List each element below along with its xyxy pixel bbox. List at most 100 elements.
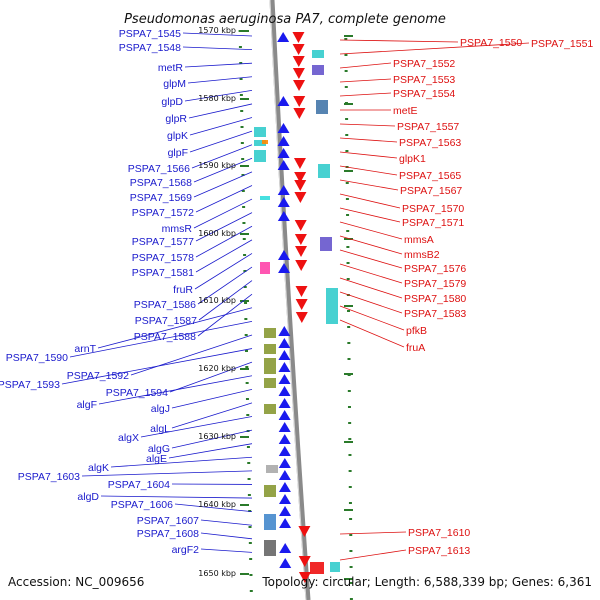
kbp-tick bbox=[344, 170, 353, 172]
reverse-gene-arrow bbox=[293, 80, 306, 91]
right-gene-label: PSPA7_1550 bbox=[460, 37, 522, 49]
reverse-gene-arrow bbox=[295, 260, 308, 271]
tick-mark bbox=[248, 510, 252, 512]
tick-mark bbox=[245, 350, 248, 352]
tick-mark bbox=[345, 118, 349, 120]
right-gene-label: PSPA7_1579 bbox=[404, 278, 466, 290]
right-leader-line bbox=[339, 291, 403, 314]
kbp-tick bbox=[240, 30, 249, 32]
tick-mark bbox=[349, 550, 353, 552]
left-leader-line bbox=[191, 144, 253, 169]
kbp-scale-label: 1640 kbp bbox=[198, 500, 236, 509]
left-leader-line bbox=[197, 266, 253, 305]
annotation-block bbox=[330, 562, 340, 572]
left-leader-line bbox=[200, 548, 253, 553]
kbp-tick bbox=[240, 165, 249, 167]
annotation-block bbox=[262, 140, 268, 144]
left-gene-label: PSPA7_1587 bbox=[135, 315, 197, 327]
right-leader-line bbox=[339, 277, 403, 299]
tick-mark bbox=[345, 198, 349, 200]
forward-gene-arrow bbox=[278, 338, 291, 348]
left-gene-label: PSPA7_1604 bbox=[108, 479, 170, 491]
right-gene-label: PSPA7_1570 bbox=[402, 203, 464, 215]
forward-gene-arrow bbox=[278, 350, 291, 360]
tick-mark bbox=[240, 126, 244, 128]
left-leader-line bbox=[171, 429, 253, 449]
accession-text: Accession: NC_009656 bbox=[8, 575, 144, 589]
tick-mark bbox=[249, 574, 253, 576]
annotation-block bbox=[264, 344, 276, 354]
tick-mark bbox=[244, 302, 248, 304]
reverse-gene-arrow bbox=[295, 299, 308, 310]
tick-mark bbox=[347, 358, 351, 360]
tick-mark bbox=[345, 150, 349, 152]
tick-mark bbox=[240, 110, 244, 112]
left-leader-line bbox=[193, 171, 253, 198]
kbp-tick bbox=[240, 573, 249, 575]
left-gene-label: PSPA7_1548 bbox=[119, 42, 181, 54]
tick-mark bbox=[349, 534, 353, 536]
tick-mark bbox=[349, 518, 353, 520]
forward-gene-arrow bbox=[278, 362, 291, 372]
reverse-gene-arrow bbox=[292, 68, 305, 79]
left-gene-label: algG bbox=[148, 443, 170, 455]
tick-mark bbox=[349, 598, 353, 600]
left-leader-line bbox=[140, 416, 253, 438]
left-gene-label: algL bbox=[150, 423, 170, 435]
left-leader-line bbox=[171, 402, 253, 429]
forward-gene-arrow bbox=[278, 446, 291, 456]
left-gene-label: algK bbox=[88, 462, 109, 474]
reverse-gene-arrow bbox=[294, 220, 307, 231]
left-gene-label: arnT bbox=[74, 343, 96, 355]
left-leader-line bbox=[61, 348, 253, 385]
tick-mark bbox=[240, 142, 244, 144]
right-leader-line bbox=[339, 235, 403, 255]
right-gene-label: PSPA7_1563 bbox=[399, 137, 461, 149]
forward-gene-arrow bbox=[278, 374, 291, 384]
left-leader-line bbox=[100, 495, 253, 499]
kbp-tick bbox=[240, 300, 249, 302]
right-leader-line bbox=[339, 165, 398, 176]
kbp-tick bbox=[240, 233, 249, 235]
kbp-tick bbox=[344, 103, 353, 105]
annotation-block bbox=[264, 378, 276, 388]
tick-mark bbox=[249, 590, 253, 592]
left-leader-line bbox=[184, 62, 253, 68]
annotation-block bbox=[254, 150, 266, 162]
right-leader-line bbox=[339, 137, 398, 143]
left-gene-label: algD bbox=[77, 491, 99, 503]
kbp-scale-label: 1600 kbp bbox=[198, 229, 236, 238]
right-gene-label: PSPA7_1554 bbox=[393, 88, 455, 100]
left-leader-line bbox=[81, 470, 253, 477]
forward-gene-arrow bbox=[278, 434, 291, 444]
left-leader-line bbox=[182, 46, 253, 50]
right-gene-label: PSPA7_1571 bbox=[402, 217, 464, 229]
reverse-gene-arrow bbox=[295, 312, 308, 323]
left-leader-line bbox=[200, 532, 253, 540]
annotation-block bbox=[254, 140, 266, 146]
reverse-gene-arrow bbox=[294, 172, 307, 183]
tick-mark bbox=[346, 246, 350, 248]
tick-mark bbox=[348, 470, 352, 472]
left-leader-line bbox=[169, 361, 253, 393]
tick-mark bbox=[345, 182, 349, 184]
reverse-gene-arrow bbox=[294, 234, 307, 245]
left-gene-label: glpR bbox=[165, 113, 187, 125]
reverse-gene-arrow bbox=[294, 180, 307, 191]
tick-mark bbox=[346, 230, 350, 232]
left-gene-label: metR bbox=[158, 62, 184, 74]
reverse-gene-arrow bbox=[295, 246, 308, 257]
right-gene-label: PSPA7_1610 bbox=[408, 527, 470, 539]
topology-text: Topology: circular; Length: 6,588,339 bp… bbox=[261, 575, 592, 589]
right-gene-label: pfkB bbox=[406, 325, 427, 337]
forward-gene-arrow bbox=[278, 422, 291, 432]
tick-mark bbox=[243, 270, 247, 272]
right-leader-line bbox=[339, 92, 392, 97]
right-leader-line bbox=[339, 193, 401, 209]
tick-mark bbox=[347, 310, 351, 312]
kbp-tick bbox=[240, 504, 249, 506]
tick-mark bbox=[245, 382, 249, 384]
tick-mark bbox=[347, 326, 351, 328]
tick-mark bbox=[349, 582, 353, 584]
